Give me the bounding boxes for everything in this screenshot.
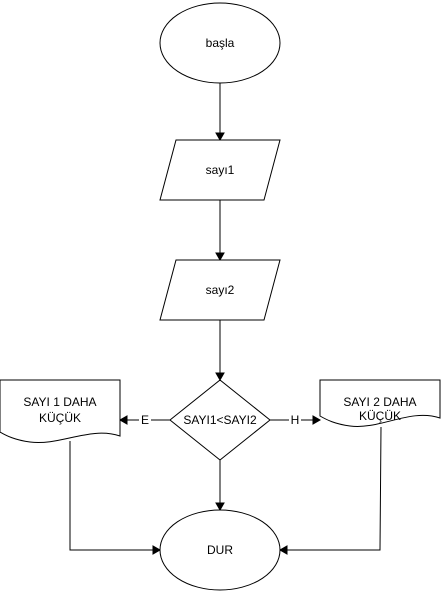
end-ellipse: [159, 509, 281, 591]
right-output-document: [319, 379, 441, 427]
edge-input2-to-decision: [215, 320, 225, 382]
input2-node[interactable]: sayı2: [159, 259, 281, 321]
no-branch-label: H: [291, 413, 300, 427]
decision-node[interactable]: SAYI1<SAYI2: [169, 379, 271, 461]
edge-right-output-to-end: [278, 426, 382, 555]
input2-parallelogram: [159, 259, 281, 321]
input2-label: sayı2: [206, 283, 235, 297]
input1-parallelogram: [159, 139, 281, 201]
input1-node[interactable]: sayı1: [159, 139, 281, 201]
end-node[interactable]: DUR: [159, 509, 281, 591]
start-label: başla: [206, 36, 235, 50]
decision-label: SAYI1<SAYI2: [183, 413, 257, 427]
end-label: DUR: [207, 543, 233, 557]
edge-decision-to-left-output: E: [118, 413, 170, 427]
left-output-line2: KÜÇÜK: [39, 411, 81, 425]
right-output-node[interactable]: SAYI 2 DAHA KÜÇÜK: [319, 379, 441, 427]
edge-start-to-input1: [215, 83, 225, 142]
yes-branch-label: E: [141, 413, 149, 427]
left-output-document: [0, 379, 121, 444]
edge-decision-to-right-output: H: [270, 413, 322, 427]
left-output-node[interactable]: SAYI 1 DAHA KÜÇÜK: [0, 379, 121, 444]
edge-decision-to-end: [215, 460, 225, 512]
left-output-line1: SAYI 1 DAHA: [23, 395, 96, 409]
right-output-line2: KÜÇÜK: [359, 409, 401, 423]
start-node[interactable]: başla: [159, 2, 281, 84]
edge-left-output-to-end: [69, 441, 162, 555]
edge-input1-to-input2: [215, 200, 225, 262]
right-output-line1: SAYI 2 DAHA: [343, 395, 416, 409]
input1-label: sayı1: [206, 163, 235, 177]
